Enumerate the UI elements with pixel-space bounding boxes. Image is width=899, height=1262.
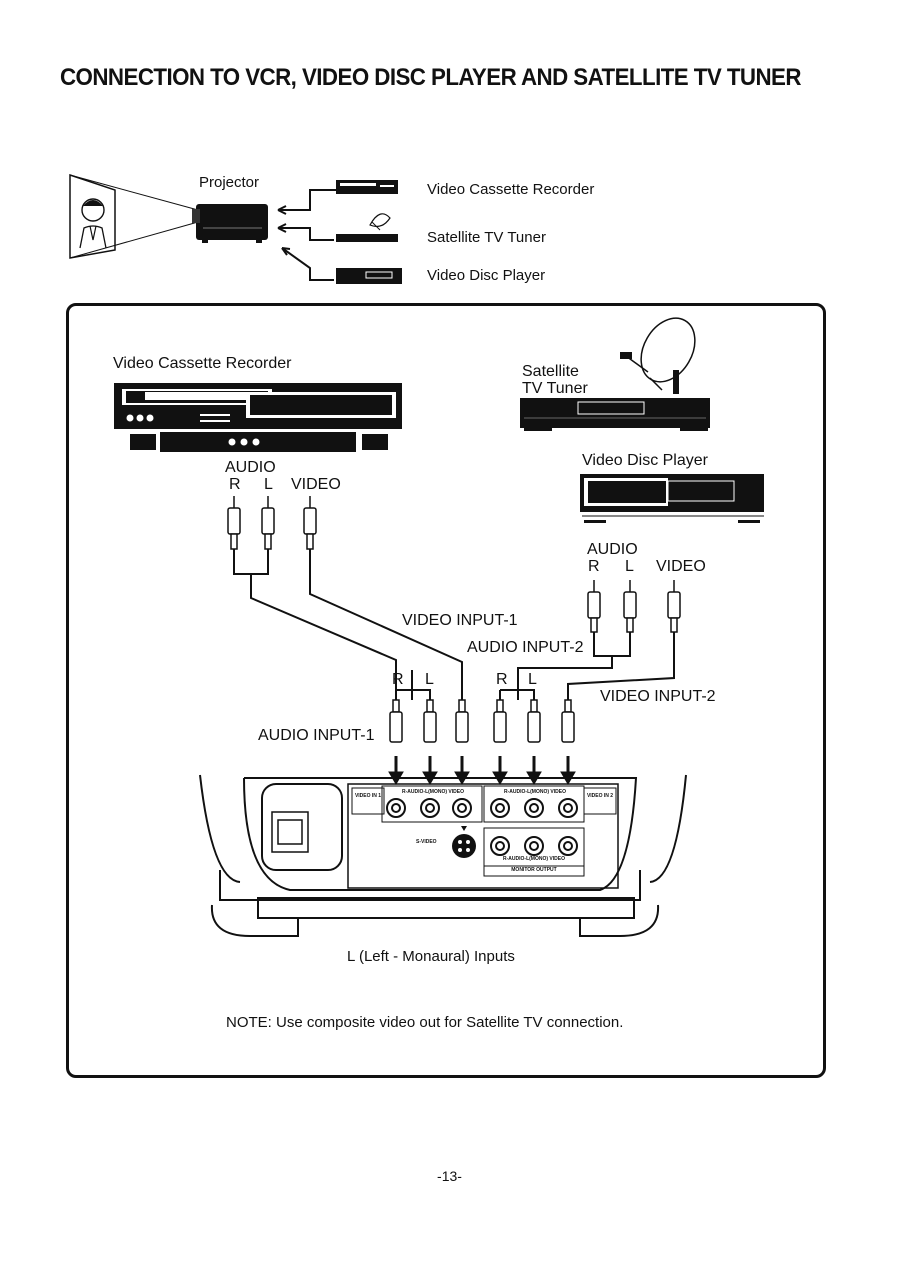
satellite-dish-icon [520,317,710,431]
detail-satellite-label-2: TV Tuner [522,380,588,397]
insertion-arrows [388,756,576,785]
input1-r-label: R [392,671,404,688]
panel-video-in2-label: VIDEO IN 2 [586,793,614,799]
page-number: -13- [437,1168,462,1184]
overview-illustration [69,173,402,284]
page-title: CONNECTION TO VCR, VIDEO DISC PLAYER AND… [60,64,801,91]
detail-vcr-label: Video Cassette Recorder [113,355,292,372]
video-input-2-label: VIDEO INPUT-2 [600,688,716,705]
projector-icon [192,204,268,243]
panel-audio-video-2-label: R-AUDIO-L(MONO) VIDEO [504,789,566,795]
vcr-r-label: R [229,476,241,493]
disc-l-label: L [625,558,634,575]
vcr-l-label: L [264,476,273,493]
satellite-small-icon [336,213,398,242]
vcr-video-label: VIDEO [291,476,341,493]
vcr-rca-plugs [227,496,317,550]
input-rca-plugs [389,699,575,743]
overview-satellite-label: Satellite TV Tuner [427,229,546,246]
s-video-jack-icon [452,826,476,858]
disc-rca-plugs [587,580,681,633]
panel-monitor-audio-label: R-AUDIO-L(MONO) VIDEO [503,856,565,862]
connection-detail-frame [66,303,826,1078]
disc-audio-label: AUDIO [587,541,638,558]
vcr-audio-label: AUDIO [225,459,276,476]
disc-r-label: R [588,558,600,575]
input-jacks [386,798,578,856]
video-input-1-label: VIDEO INPUT-1 [402,612,518,629]
disc-player-large-icon [580,474,764,523]
overview-projector-label: Projector [199,174,260,191]
input2-r-label: R [496,671,508,688]
audio-video-cables [233,549,675,700]
panel-monitor-output-label: MONITOR OUTPUT [511,867,557,873]
detail-disc-label: Video Disc Player [582,452,708,469]
overview-vcr-label: Video Cassette Recorder [427,181,595,198]
input2-l-label: L [528,671,537,688]
vcr-small-icon [336,180,398,194]
audio-input-1-label: AUDIO INPUT-1 [258,727,375,744]
input1-l-label: L [425,671,434,688]
panel-audio-video-1-label: R-AUDIO-L(MONO) VIDEO [402,789,464,795]
inputs-caption: L (Left - Monaural) Inputs [347,948,515,965]
detail-satellite-label-1: Satellite [522,363,579,380]
connection-note: NOTE: Use composite video out for Satell… [226,1014,624,1031]
audio-input-2-label: AUDIO INPUT-2 [467,639,584,656]
overview-disc-label: Video Disc Player [427,267,546,284]
vcr-large-icon [114,383,402,452]
projector-rear-panel [199,774,687,937]
panel-video-in1-label: VIDEO IN 1 [354,793,382,799]
projection-screen-icon [69,173,199,259]
panel-svideo-label: S-VIDEO [416,839,437,845]
overview-connection-lines [277,189,336,281]
disc-player-small-icon [336,268,402,284]
disc-video-label: VIDEO [656,558,706,575]
